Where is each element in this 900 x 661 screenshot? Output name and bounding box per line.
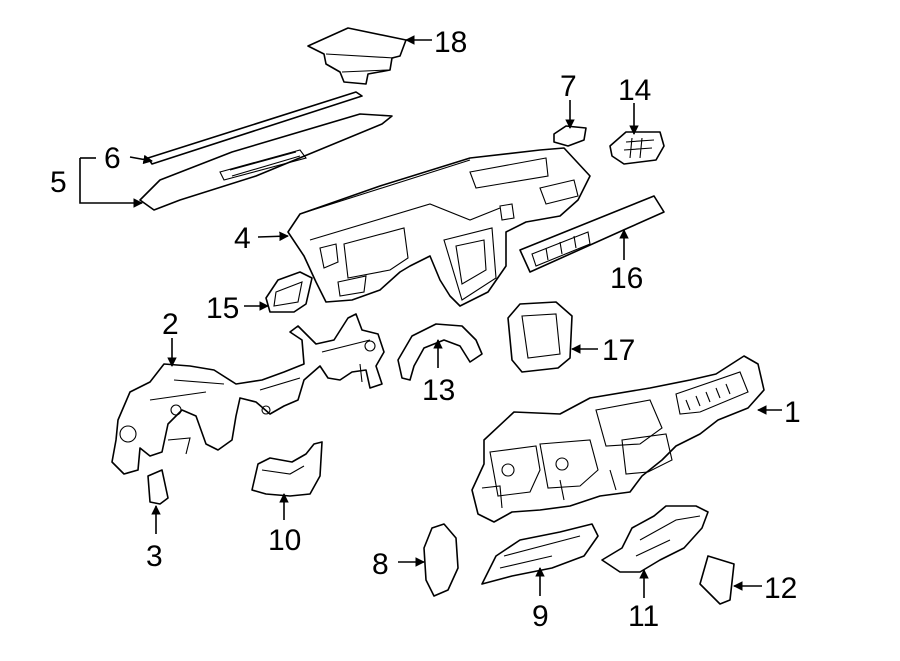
part-10-bracket (251, 441, 323, 497)
callout-1: 1 (784, 396, 801, 429)
part-4-instrument-panel (287, 147, 591, 307)
part-3-bracket (147, 469, 169, 505)
callout-15: 15 (206, 292, 239, 325)
part-14-air-vent (609, 131, 665, 165)
callout-14: 14 (618, 74, 651, 107)
callout-9: 9 (532, 600, 549, 633)
callout-2: 2 (162, 308, 179, 341)
part-2-cross-beam (111, 313, 385, 475)
callout-7: 7 (560, 70, 577, 103)
part-17-panel (507, 301, 573, 373)
part-12-small-panel (699, 555, 735, 605)
callout-13: 13 (422, 374, 455, 407)
part-5-dash-pad (139, 113, 393, 211)
part-18-airbag-module (307, 27, 407, 85)
part-8-end-cap (423, 523, 459, 597)
callout-10: 10 (268, 524, 301, 557)
part-16-trim-panel (519, 195, 665, 273)
callout-16: 16 (610, 262, 643, 295)
callout-6: 6 (104, 142, 121, 175)
callout-17: 17 (602, 334, 635, 367)
callout-3: 3 (146, 540, 163, 573)
part-15-side-vent (265, 271, 313, 313)
part-9-lower-trim (481, 523, 599, 585)
part-7-sensor (553, 125, 587, 147)
part-13-column-cover (397, 323, 483, 381)
callout-12: 12 (764, 572, 797, 605)
part-1-carrier (471, 355, 765, 523)
callout-11: 11 (628, 600, 659, 633)
callout-18: 18 (434, 26, 467, 59)
callout-8: 8 (372, 548, 389, 581)
part-11-bracket (601, 505, 709, 573)
callout-5: 5 (50, 166, 67, 199)
callout-4: 4 (234, 222, 251, 255)
leader-lines (79, 35, 782, 598)
callout-numbers: 18 6 5 7 14 4 16 15 2 3 13 17 1 10 8 9 1… (50, 26, 801, 633)
